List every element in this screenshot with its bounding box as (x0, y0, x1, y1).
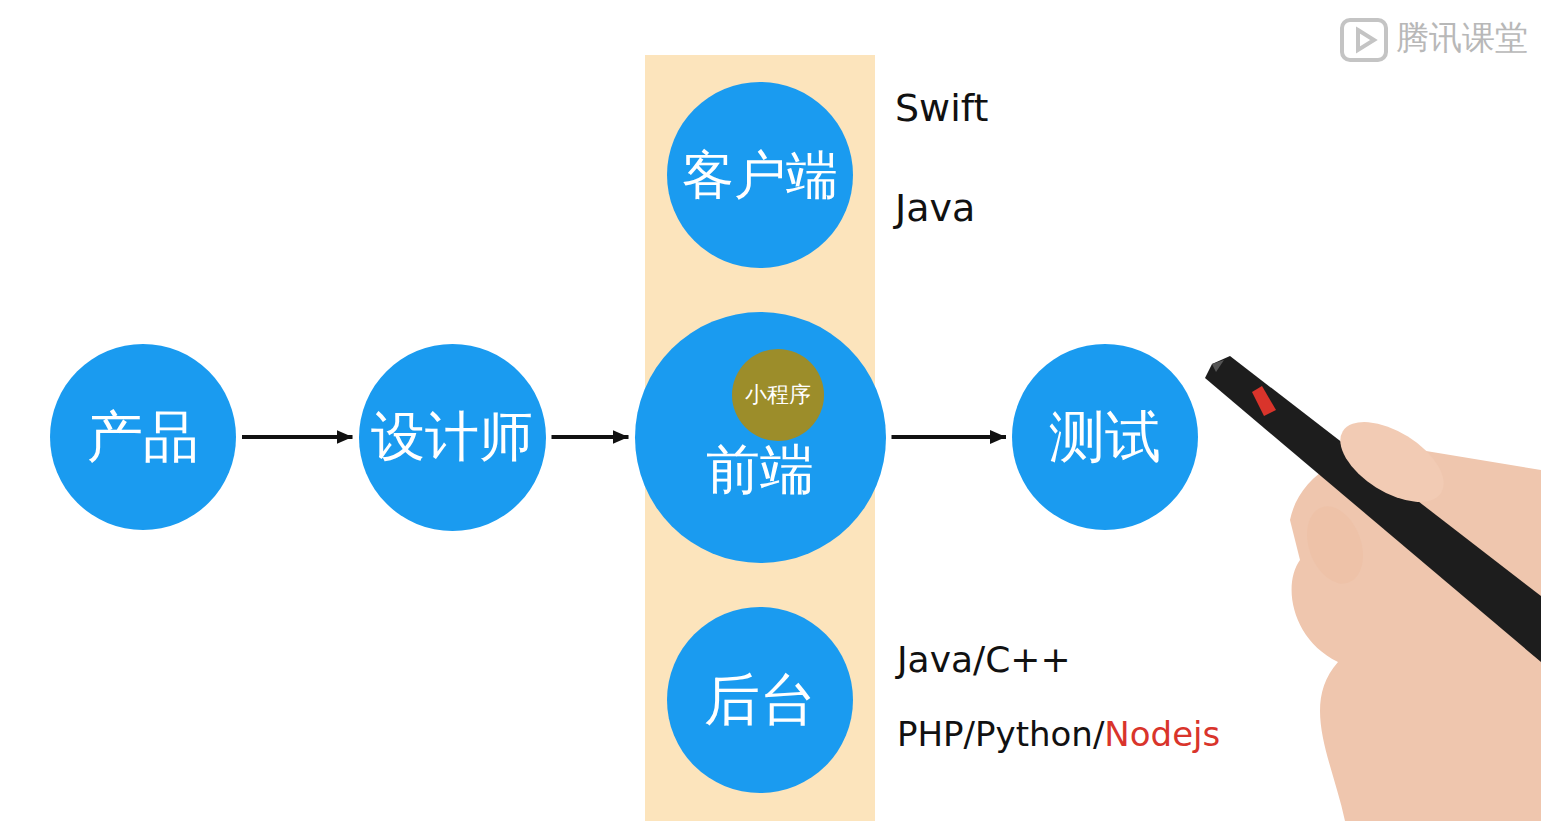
inner-circle: 小程序 (732, 349, 824, 441)
node-text: 产品 (87, 409, 199, 465)
process-circle: 客户端 (667, 82, 853, 268)
pen-ring (1252, 386, 1276, 416)
process-circle: 产品 (50, 344, 236, 530)
pen-tip (1212, 360, 1224, 372)
tech-label: Nodejs (1104, 716, 1220, 753)
node-text: 后台 (704, 672, 816, 728)
node-text: 客户端 (682, 149, 838, 201)
node-text: 小程序 (745, 384, 811, 406)
tech-label: PHP/Python/ (897, 716, 1104, 753)
flow-arrow (892, 435, 1007, 439)
node-text: 前端 (706, 443, 814, 497)
node-text: 设计师 (371, 410, 533, 464)
thumb (1297, 499, 1373, 592)
node-text: 测试 (1049, 409, 1161, 465)
tech-label: Java (895, 188, 975, 230)
process-circle: 前端 小程序 (635, 312, 886, 563)
process-circle: 设计师 (359, 344, 546, 531)
process-circle: 测试 (1012, 344, 1198, 530)
watermark-icon (1342, 20, 1386, 60)
pen-body (1205, 356, 1541, 662)
flow-arrow (552, 435, 629, 439)
tech-label: Java/C++ (897, 640, 1071, 680)
process-circle: 后台 (667, 607, 853, 793)
finger (1327, 406, 1457, 518)
hand-with-pen (1205, 356, 1541, 821)
watermark-text: 腾讯课堂 (1396, 20, 1528, 56)
flow-arrow (242, 435, 353, 439)
tech-label: Swift (895, 88, 988, 130)
